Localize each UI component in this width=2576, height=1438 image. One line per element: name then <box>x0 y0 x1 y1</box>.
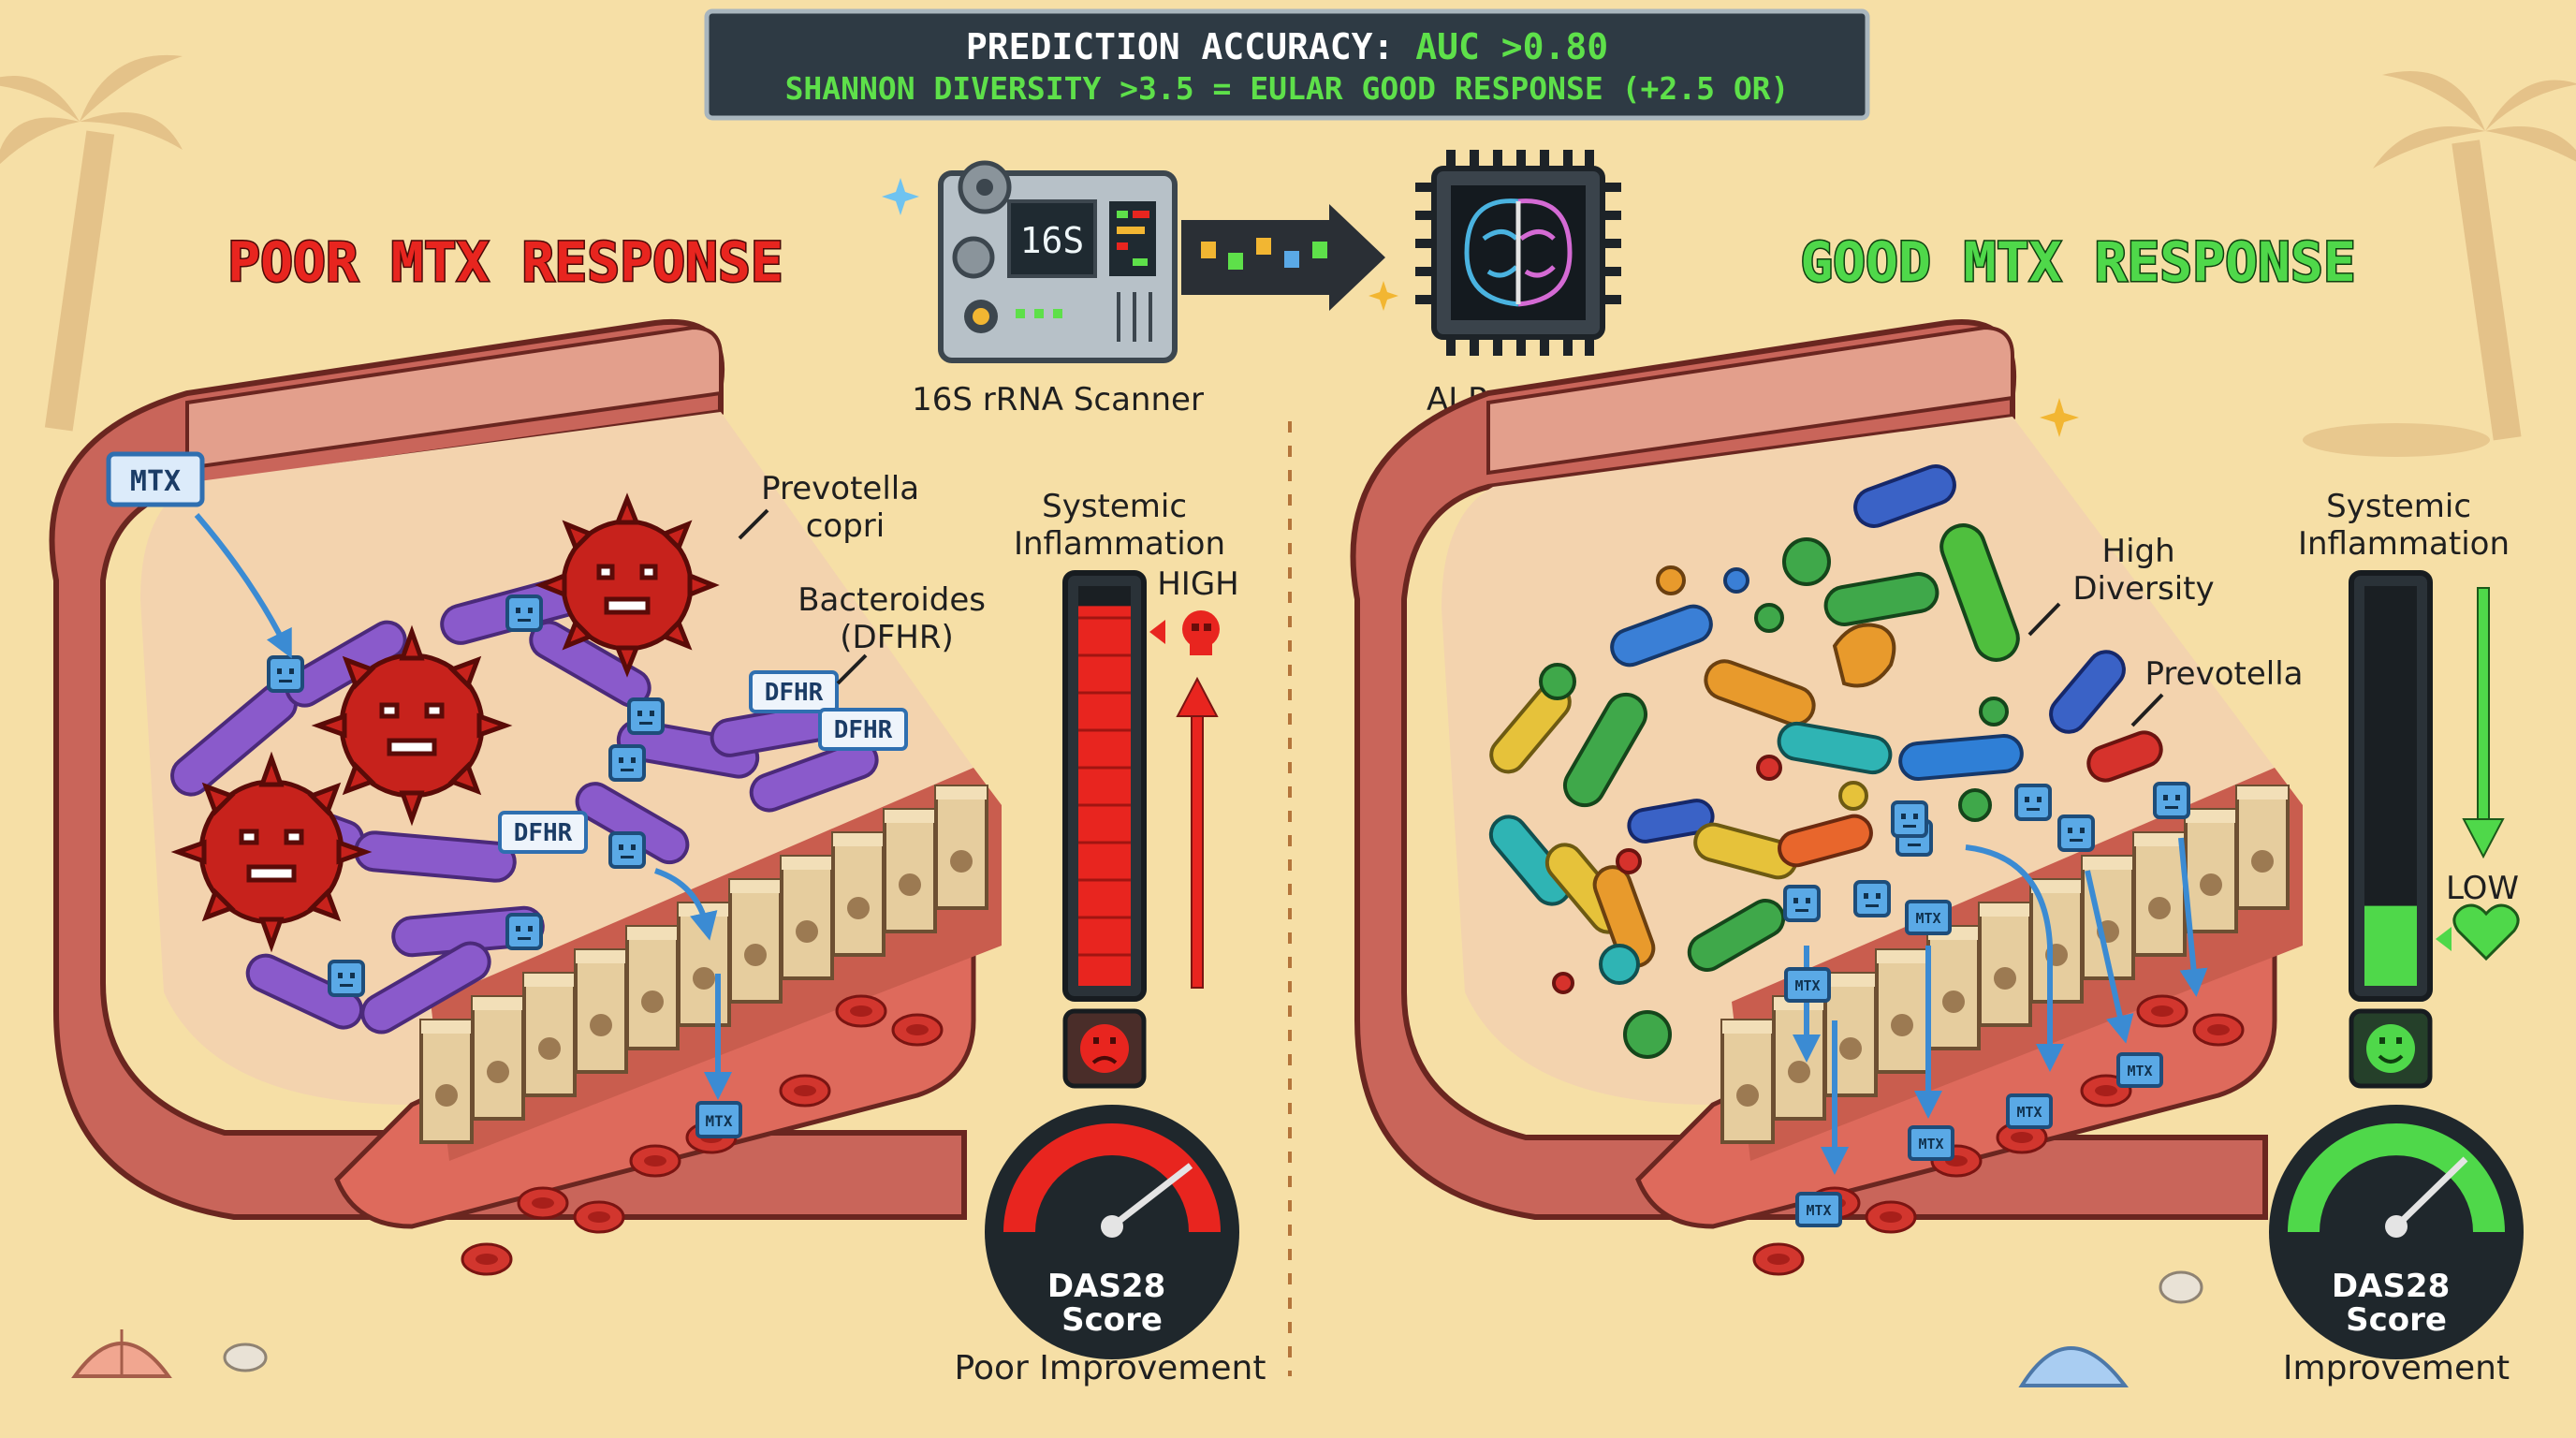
poor-das28-gauge: DAS28 Score <box>985 1105 1239 1359</box>
ai-predictor-chip <box>1415 150 1621 356</box>
good-prevotella-label: Prevotella <box>2145 655 2304 693</box>
banner-accuracy-label: PREDICTION ACCURACY: <box>966 26 1395 67</box>
mtx-absorbed: MTX <box>654 868 742 1138</box>
scanner-device: 16S <box>938 160 1178 363</box>
low-pointer <box>2436 927 2452 951</box>
bacteroides-label: Bacteroides (DFHR) <box>798 581 996 656</box>
sad-face-icon <box>1062 1008 1147 1089</box>
diverse-microbiota <box>1488 464 2163 1059</box>
prevotella-copri-label: Prevotella copri <box>761 470 929 545</box>
good-das28-needle <box>2393 1156 2468 1229</box>
palm-tree-icon <box>0 54 183 432</box>
falling-arrow <box>2462 587 2505 859</box>
leader-line <box>2130 693 2164 727</box>
good-inflammation-low-label: LOW <box>2446 870 2519 907</box>
shell-icon <box>2018 1270 2203 1387</box>
accuracy-banner: PREDICTION ACCURACY: AUC >0.80 SHANNON D… <box>704 8 1870 121</box>
poor-inflammation-fill <box>1078 606 1131 986</box>
mtx-absorbed-arrows <box>1793 837 2208 1175</box>
svg-text:PREDICTION ACCURACY: AUC: PREDICTION ACCURACY: AUC >0.80 <box>966 26 1608 67</box>
prevotella-copri-pathogens <box>170 492 720 953</box>
brain-icon <box>1464 198 1573 307</box>
mtx-entry-arrow <box>194 513 292 659</box>
poor-inflammation-meter <box>1062 570 1147 1002</box>
good-response-title: GOOD MTX RESPONSE <box>1800 230 2356 294</box>
poor-inflammation-high-label: HIGH <box>1157 565 1239 603</box>
gear-icon <box>952 160 1012 279</box>
svg-text:MTX: MTX <box>1918 1136 1943 1152</box>
dfhr-tag: DFHR <box>818 708 908 751</box>
banner-auc-value: AUC >0.80 <box>1415 26 1608 67</box>
rising-arrow <box>1176 676 1219 989</box>
good-das28-gauge: DAS28 Score <box>2269 1105 2524 1359</box>
svg-text:MTX: MTX <box>706 1112 733 1130</box>
poor-response-title: POOR MTX RESPONSE <box>227 230 783 294</box>
poor-gut-cross-section: MTX DFHR DFHR DFHR MTX <box>49 318 1002 1276</box>
dna-icon <box>1201 238 1327 270</box>
poor-das28-needle <box>1109 1163 1193 1229</box>
palm-tree-icon <box>2373 71 2576 441</box>
heart-icon <box>2452 903 2520 961</box>
dfhr-tag: DFHR <box>498 811 588 854</box>
mtx-absorbed-tags: MTX MTX MTX MTX MTX MTX <box>1784 900 2163 1227</box>
svg-text:DFHR: DFHR <box>765 679 824 707</box>
scanner-screen-text: 16S <box>1020 220 1085 261</box>
dfhr-tag: DFHR <box>749 670 839 713</box>
leader-line <box>836 653 868 685</box>
svg-text:MTX: MTX <box>2127 1063 2152 1079</box>
skull-icon <box>1182 610 1220 655</box>
good-inflammation-label: Systemic Inflammation <box>2298 488 2510 563</box>
poor-outcome-label: Poor Improvement <box>955 1349 1266 1387</box>
svg-text:MTX: MTX <box>2016 1104 2042 1121</box>
svg-text:DFHR: DFHR <box>514 819 573 847</box>
high-pointer <box>1149 620 1165 644</box>
svg-text:MTX: MTX <box>1794 977 1820 994</box>
high-diversity-label: High Diversity <box>2072 533 2214 608</box>
happy-face-icon <box>2349 1008 2433 1089</box>
shell-icon <box>71 1329 268 1378</box>
good-gut-cross-section: MTX MTX MTX MTX MTX MTX <box>1350 319 2303 1276</box>
leader-line <box>738 508 769 540</box>
poor-inflammation-label: Systemic Inflammation <box>1014 488 1225 563</box>
mtx-tag: MTX <box>106 451 205 507</box>
svg-text:MTX: MTX <box>1915 910 1940 927</box>
scanner-label: 16S rRNA Scanner <box>912 381 1204 418</box>
good-outcome-label: Improvement <box>2283 1349 2510 1387</box>
good-inflammation-meter <box>2349 570 2433 1002</box>
good-inflammation-fill <box>2364 905 2417 986</box>
leader-line <box>2027 602 2061 637</box>
good-das28-label: DAS28 Score <box>2332 1268 2461 1339</box>
data-stream-arrow <box>1181 204 1385 311</box>
svg-text:DFHR: DFHR <box>834 716 893 744</box>
banner-diversity-rule: SHANNON DIVERSITY >3.5 = EULAR GOOD RESP… <box>785 70 1790 107</box>
poor-das28-label: DAS28 Score <box>1047 1268 1177 1339</box>
svg-text:MTX: MTX <box>1806 1202 1831 1219</box>
svg-text:MTX: MTX <box>130 465 181 498</box>
